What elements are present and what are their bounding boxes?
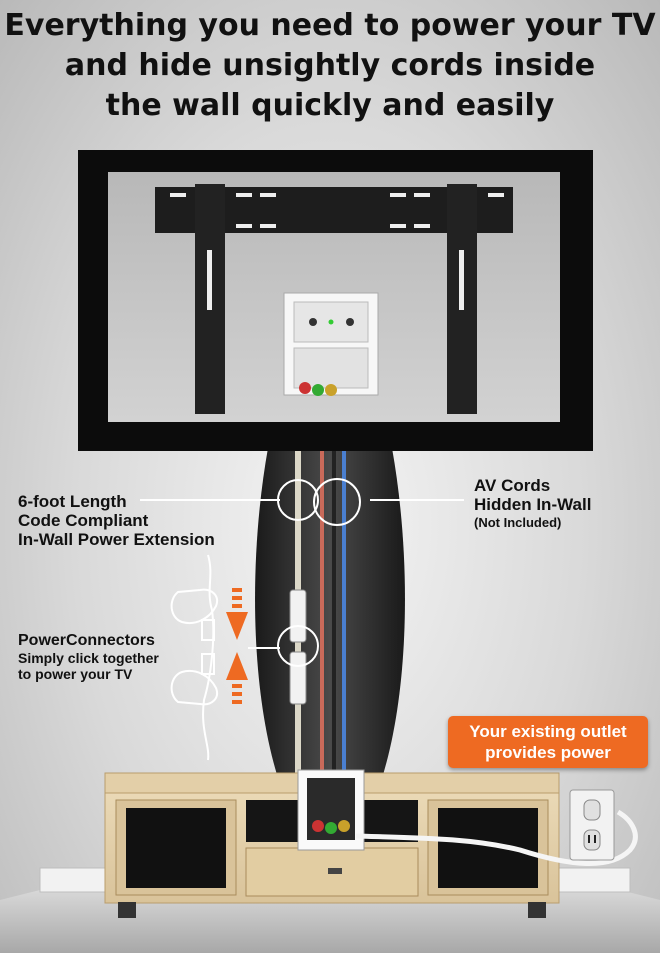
recessed-outlet-icon (283, 292, 379, 396)
hand-icon (170, 554, 218, 761)
label-extension-line-2: Code Compliant (18, 511, 149, 530)
label-av-line-2: Hidden In-Wall (474, 495, 592, 514)
arrow-down-icon (226, 588, 248, 640)
label-extension: 6-foot Length Code Compliant In-Wall Pow… (18, 492, 215, 549)
wall-outlet-icon (569, 789, 615, 861)
label-av-line-3: (Not Included) (474, 515, 562, 530)
label-pc-line-1: PowerConnectors (18, 632, 155, 649)
wall-cavity (255, 448, 405, 790)
highlight-circle-extension (277, 479, 319, 521)
label-pc-line-2: Simply click together (18, 650, 159, 666)
headline-line-1: Everything you need to power your TV (4, 8, 656, 43)
label-av-cords: AV Cords Hidden In-Wall (Not Included) (474, 476, 591, 531)
lower-recessed-plate-icon (297, 769, 365, 851)
power-cord (355, 809, 638, 867)
headline-line-2: and hide unsightly cords inside (64, 48, 596, 83)
power-connector-bottom (289, 651, 307, 705)
label-extension-line-1: 6-foot Length (18, 492, 127, 511)
highlight-circle-av (313, 478, 361, 526)
floor (0, 890, 660, 953)
power-connector-top (289, 589, 307, 643)
label-pc-line-3: to power your TV (18, 666, 133, 682)
arrow-up-icon (226, 652, 248, 704)
headline: Everything you need to power your TV and… (0, 6, 660, 126)
label-power-connectors: PowerConnectors Simply click together to… (18, 632, 159, 682)
highlight-circle-connectors (277, 625, 319, 667)
outlet-callout: Your existing outlet provides power (448, 716, 648, 768)
headline-line-3: the wall quickly and easily (105, 88, 555, 123)
tv-mount-bracket-icon (155, 184, 513, 414)
outlet-callout-line-1: Your existing outlet (469, 722, 627, 741)
outlet-callout-line-2: provides power (485, 743, 611, 762)
label-extension-line-3: In-Wall Power Extension (18, 530, 215, 549)
label-av-line-1: AV Cords (474, 476, 551, 495)
